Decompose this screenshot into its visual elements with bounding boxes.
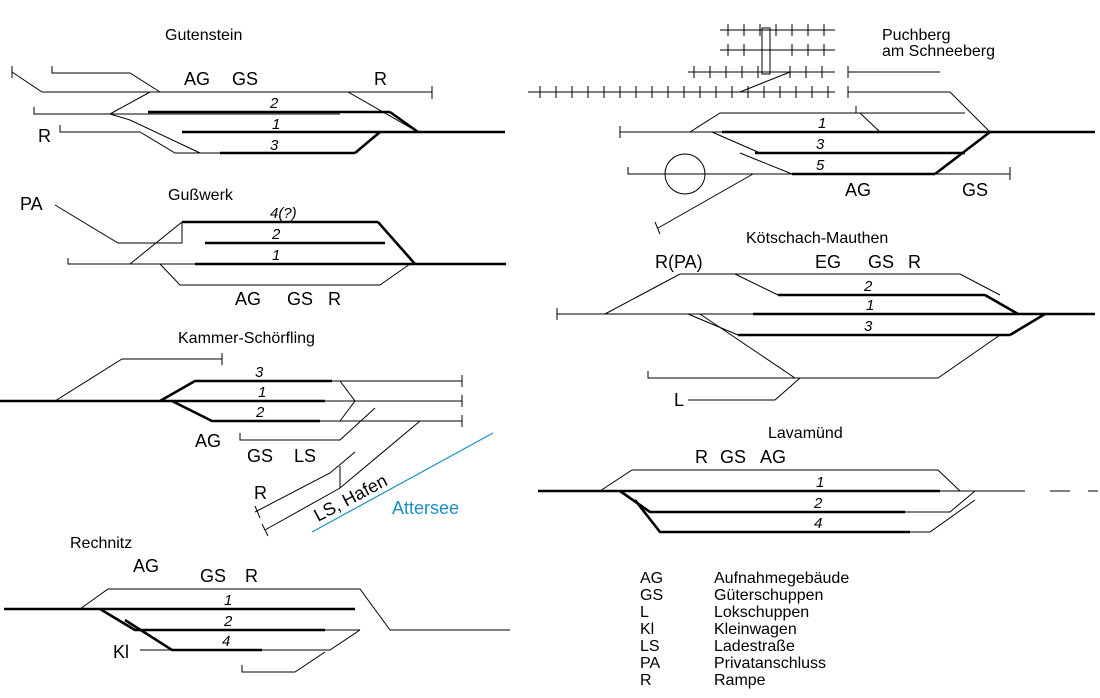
legend-text: Ladestraße [714, 638, 795, 655]
label-gs: GS [287, 289, 313, 309]
station-rechnitz: Rechnitz AG GS R Kl 1 2 4 [4, 535, 510, 673]
legend-abbr: GS [640, 587, 663, 604]
station-name-line1: Puchberg [882, 27, 951, 44]
station-koetschach: Kötschach-Mauthen R(PA) EG GS R L 2 1 3 [556, 230, 1095, 410]
track-number: 1 [272, 247, 280, 264]
track-number: 1 [816, 474, 824, 491]
legend-text: Rampe [714, 672, 766, 689]
label-ag: AG [184, 69, 210, 89]
track-number: 2 [255, 404, 265, 421]
sleepers [539, 24, 829, 98]
thin-tracks [619, 91, 1011, 235]
legend-abbr: AG [640, 570, 663, 587]
track-number: 3 [864, 318, 873, 335]
label-r: R [328, 289, 341, 309]
label-kl: Kl [113, 642, 129, 662]
track-number: 2 [271, 226, 281, 243]
legend-text: Lokschuppen [714, 604, 809, 621]
main-tracks [148, 110, 505, 155]
label-ag: AG [760, 447, 786, 467]
label-gs: GS [962, 180, 988, 200]
main-tracks [738, 293, 1095, 337]
label-gs: GS [247, 446, 273, 466]
main-tracks [722, 130, 1095, 176]
main-tracks [0, 379, 332, 423]
legend-abbr: PA [640, 655, 660, 672]
station-name: Kammer-Schörfling [178, 330, 315, 347]
label-r-left: R [38, 126, 51, 146]
track-number: 3 [255, 364, 264, 381]
track-number: 4(?) [270, 205, 297, 222]
track-number: 1 [272, 116, 280, 133]
track-number: 1 [258, 384, 266, 401]
legend-abbr: Kl [640, 621, 654, 638]
legend: AG Aufnahmegebäude GS Güterschuppen L Lo… [640, 570, 849, 689]
station-name: Rechnitz [70, 535, 132, 552]
track-number: 2 [813, 495, 823, 512]
main-tracks [182, 220, 506, 266]
station-name-line2: am Schneeberg [882, 43, 995, 60]
station-name: Gutenstein [165, 27, 242, 44]
track-number: 4 [814, 515, 822, 532]
label-ag: AG [195, 431, 221, 451]
track-number: 1 [866, 297, 874, 314]
legend-text: Kleinwagen [714, 621, 797, 638]
legend-abbr: R [640, 672, 652, 689]
thin-tracks [54, 353, 463, 537]
label-r: R [374, 69, 387, 89]
label-r: R [695, 447, 708, 467]
track-number: 3 [270, 137, 279, 154]
track-number: 2 [863, 278, 873, 295]
station-name: Gußwerk [168, 187, 234, 204]
track-number: 1 [224, 592, 232, 609]
lake-shore [311, 432, 494, 533]
thin-tracks [556, 273, 1001, 401]
label-gs: GS [200, 566, 226, 586]
label-gs: GS [232, 69, 258, 89]
station-gutenstein: Gutenstein AG GS R R 2 1 3 [11, 27, 505, 155]
main-tracks [4, 607, 355, 652]
label-gs: GS [720, 447, 746, 467]
thin-tracks [54, 204, 411, 286]
label-gs: GS [868, 252, 894, 272]
track-number: 2 [223, 613, 233, 630]
label-pa: PA [20, 194, 43, 214]
label-r-pa: R(PA) [655, 252, 703, 272]
label-ag: AG [235, 289, 261, 309]
track-number: 2 [269, 95, 279, 112]
station-puchberg: Puchberg am Schneeberg [528, 24, 1095, 235]
legend-text: Güterschuppen [714, 587, 823, 604]
track-number: 5 [816, 157, 825, 174]
label-r: R [245, 566, 258, 586]
label-ag: AG [845, 180, 871, 200]
label-l: L [674, 390, 684, 410]
legend-text: Aufnahmegebäude [714, 570, 849, 587]
station-lavamuend: Lavamünd R GS AG 1 2 4 [538, 425, 1098, 534]
lake-label: Attersee [392, 498, 459, 518]
station-name: Kötschach-Mauthen [746, 230, 888, 247]
track-number: 3 [816, 136, 825, 153]
station-kammer: Kammer-Schörfling AG GS LS R [0, 330, 494, 537]
thin-tracks [599, 469, 1098, 533]
track-number: 4 [222, 633, 230, 650]
station-gusswerk: Gußwerk PA AG GS R 4(?) 2 1 [20, 187, 506, 309]
label-eg: EG [815, 252, 841, 272]
thin-tracks [79, 588, 510, 673]
legend-abbr: L [640, 604, 649, 621]
main-tracks [538, 489, 940, 534]
label-ls: LS [294, 446, 316, 466]
track-number: 1 [818, 115, 826, 132]
legend-abbr: LS [640, 638, 660, 655]
label-r: R [254, 483, 267, 503]
legend-text: Privatanschluss [714, 655, 826, 672]
label-ag: AG [133, 556, 159, 576]
siding-yard [528, 27, 965, 114]
station-name: Lavamünd [768, 425, 843, 442]
label-r: R [908, 252, 921, 272]
